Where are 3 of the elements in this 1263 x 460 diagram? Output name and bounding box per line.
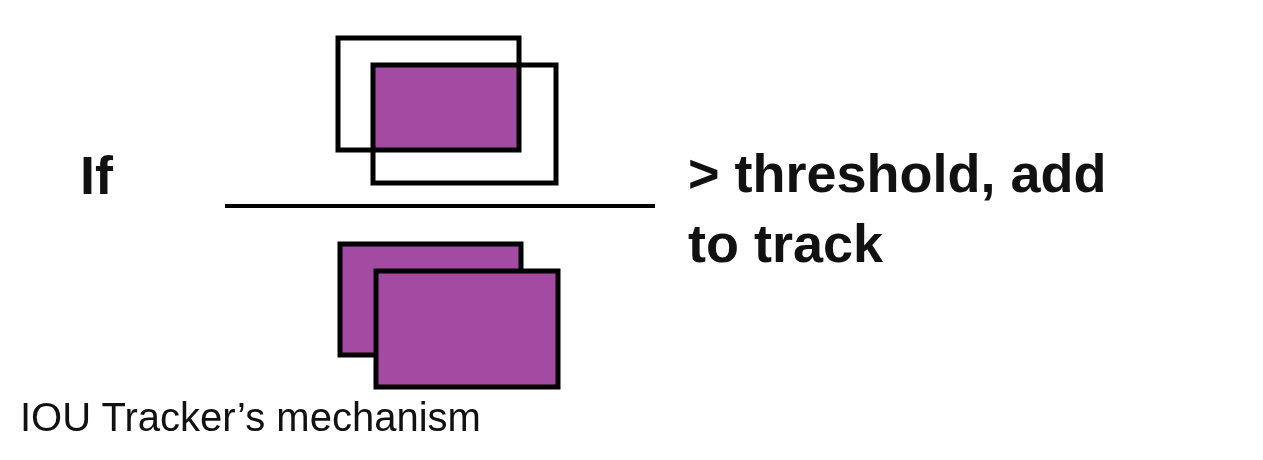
condition-text: > threshold, add to track	[688, 142, 1108, 275]
caption: IOU Tracker’s mechanism	[20, 395, 481, 440]
formula-text: If	[80, 144, 113, 207]
